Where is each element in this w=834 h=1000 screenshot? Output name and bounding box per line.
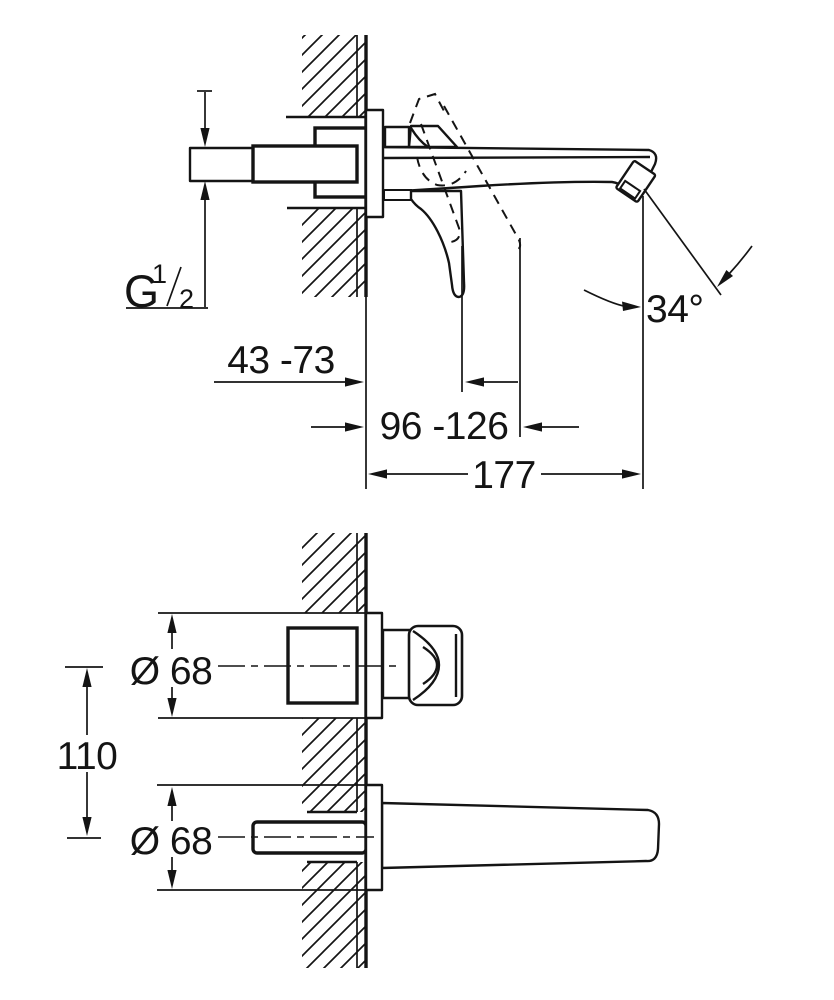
union-nut <box>251 144 359 184</box>
thread-label-numerator: 1 <box>152 259 167 289</box>
lever-handle-side <box>383 124 466 299</box>
reach-range-label: 96 -126 <box>380 405 509 448</box>
wall-hatching <box>286 35 368 297</box>
valve-neck <box>381 628 412 700</box>
valve-diameter-label: Ø 68 <box>130 650 213 693</box>
escutcheon-side <box>364 108 385 219</box>
supply-pipe <box>188 146 257 183</box>
dimension-depth-range: 43 -73 <box>214 339 518 387</box>
thread-label-denominator: 2 <box>179 284 194 314</box>
dimension-spout-diameter: Ø 68 <box>130 787 213 889</box>
spout-side <box>383 145 658 194</box>
dimensions-side-view: G 1 2 43 -73 96 -126 <box>124 90 753 497</box>
dimension-reach-range: 96 -126 <box>311 405 579 448</box>
dimension-center-spacing: 110 <box>57 666 118 839</box>
elevation-view: Ø 68 Ø 68 110 <box>57 533 661 968</box>
side-section-view: G 1 2 43 -73 96 -126 <box>124 35 753 497</box>
aerator-mousseur <box>615 160 657 203</box>
spout-diameter-label: Ø 68 <box>130 820 213 863</box>
dimensions-elevation-view: Ø 68 Ø 68 110 <box>57 612 381 891</box>
spray-angle-label: 34° <box>646 288 703 331</box>
handle-base-block <box>383 125 411 149</box>
dimension-total-reach: 177 <box>368 454 641 497</box>
spout-underside-step <box>383 189 412 201</box>
dimension-thread-g12: G 1 2 <box>124 90 212 317</box>
lever-knob-front <box>407 624 464 707</box>
total-reach-label: 177 <box>472 454 536 497</box>
wall-hatching-elevation <box>302 533 368 968</box>
center-spacing-label: 110 <box>57 735 118 778</box>
depth-range-label: 43 -73 <box>227 339 335 382</box>
spout-elevation <box>380 801 661 870</box>
thread-label-main: G <box>124 266 159 317</box>
dimension-valve-diameter: Ø 68 <box>130 614 213 717</box>
dimension-spray-angle: 34° <box>583 188 753 331</box>
lever-arm <box>409 189 466 299</box>
